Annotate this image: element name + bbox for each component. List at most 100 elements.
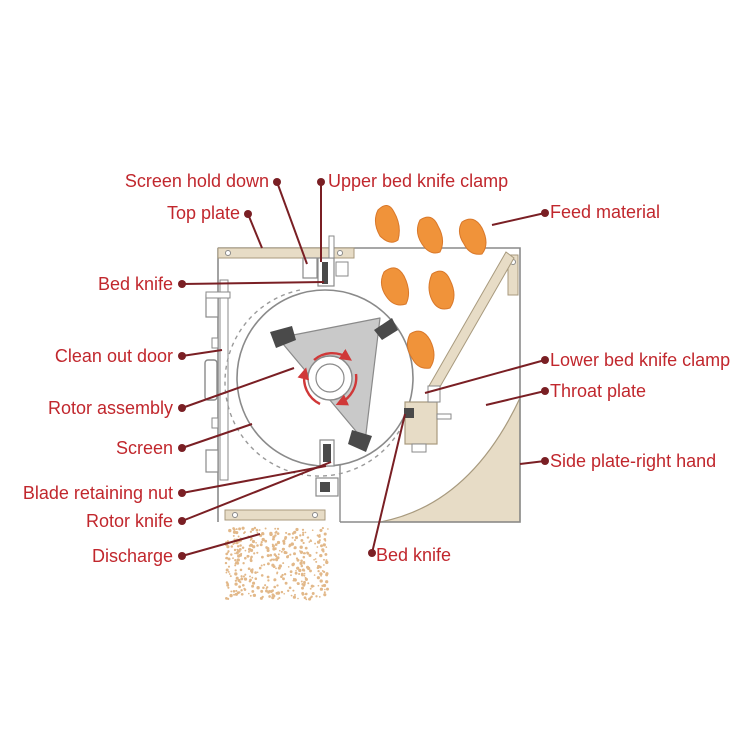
discharge-particle — [227, 565, 231, 568]
discharge-particle — [229, 593, 233, 598]
discharge-particle — [302, 552, 305, 555]
discharge-particle — [249, 548, 254, 553]
top-plate-bolt-left — [225, 250, 231, 256]
discharge-particle — [264, 527, 267, 530]
discharge-particle — [283, 548, 286, 550]
discharge-particle — [280, 590, 284, 594]
top-plate — [217, 247, 355, 259]
leader-bed-knife-bottom — [368, 413, 406, 557]
discharge-particle — [255, 541, 257, 544]
discharge-particle — [265, 589, 268, 593]
discharge-particle — [290, 594, 293, 597]
discharge-particle — [254, 571, 257, 574]
discharge-particle — [303, 583, 306, 585]
label-top-plate: Top plate — [166, 203, 240, 223]
discharge-particle — [309, 569, 312, 573]
label-screen: Screen — [115, 438, 173, 458]
discharge-particle — [253, 552, 256, 555]
discharge-particle — [306, 565, 310, 569]
discharge-particle — [232, 534, 235, 537]
discharge-particle — [275, 567, 277, 570]
discharge-particle — [242, 575, 245, 578]
discharge-particle — [304, 593, 307, 596]
discharge-particle — [282, 577, 285, 581]
discharge-particle — [244, 549, 247, 552]
discharge-particle — [234, 564, 237, 567]
discharge-particle — [236, 558, 239, 561]
discharge-particle — [299, 561, 303, 566]
discharge-particle — [322, 543, 326, 547]
discharge-particle — [282, 542, 286, 545]
discharge-particle — [300, 580, 303, 583]
discharge-particle — [294, 571, 298, 575]
discharge-particle — [238, 591, 241, 594]
discharge-particle — [233, 593, 236, 596]
bed-knife-bottom-blade — [320, 482, 330, 492]
discharge-particle — [226, 583, 230, 587]
discharge-particle — [317, 534, 321, 538]
discharge-particle — [243, 588, 247, 591]
rotation-arrow-2 — [335, 373, 358, 406]
discharge-particle — [319, 528, 323, 532]
discharge-particle — [275, 558, 278, 562]
discharge-particle — [294, 536, 299, 540]
discharge-particle — [272, 558, 276, 561]
discharge-particle — [238, 527, 242, 531]
discharge-particle — [252, 545, 256, 549]
discharge-particle — [318, 596, 321, 598]
discharge-particle — [241, 526, 245, 530]
label-rotor-knife: Rotor knife — [85, 511, 173, 531]
discharge-particle — [325, 560, 327, 563]
discharge-particle — [302, 531, 305, 534]
discharge-particle — [247, 567, 251, 571]
feed-chunk-2 — [416, 216, 444, 254]
discharge-particle — [256, 571, 259, 574]
discharge-particle — [225, 568, 229, 572]
discharge-particle — [256, 531, 259, 534]
discharge-particle — [276, 532, 280, 535]
discharge-particle — [269, 531, 273, 536]
upper-clamp-bolt — [328, 235, 335, 259]
discharge-particle — [264, 584, 267, 587]
discharge-particle — [278, 549, 281, 552]
discharge-particle — [324, 588, 326, 591]
discharge-particle — [272, 589, 274, 592]
discharge-particle — [316, 576, 320, 580]
discharge-particle — [234, 552, 236, 555]
discharge-particle — [235, 541, 239, 545]
discharge-particle — [240, 589, 243, 592]
discharge-particle — [267, 579, 270, 582]
discharge-particle — [266, 548, 270, 553]
discharge-particle — [225, 557, 228, 560]
discharge-particle — [234, 559, 237, 562]
discharge-particle — [323, 532, 327, 536]
discharge-particle — [302, 555, 306, 559]
discharge-particle — [325, 546, 328, 548]
discharge-particle — [272, 537, 275, 541]
discharge-particle — [277, 598, 279, 600]
discharge-particle — [266, 575, 270, 579]
discharge-particle — [252, 581, 256, 585]
discharge-particle — [300, 559, 303, 563]
discharge-particle — [283, 573, 287, 576]
discharge-particle — [240, 552, 243, 555]
discharge-particle — [240, 577, 244, 581]
blade-retaining-nut-knife — [323, 444, 331, 462]
discharge-particle — [225, 552, 229, 556]
discharge-particle — [316, 546, 319, 548]
discharge-particle — [284, 537, 287, 540]
discharge-particle — [319, 587, 323, 591]
discharge-particle — [235, 551, 239, 555]
discharge-particle — [230, 553, 233, 556]
discharge-particle — [296, 566, 299, 570]
discharge-particle — [319, 565, 322, 569]
discharge-particle — [268, 595, 271, 598]
discharge-particle — [292, 595, 296, 599]
discharge-particle — [276, 591, 281, 595]
discharge-particle — [249, 575, 251, 578]
discharge-particle — [303, 569, 306, 572]
discharge-particle — [232, 543, 235, 545]
label-blade-retaining-nut: Blade retaining nut — [22, 483, 173, 503]
discharge-particle — [300, 538, 304, 542]
discharge-particle — [228, 528, 232, 533]
